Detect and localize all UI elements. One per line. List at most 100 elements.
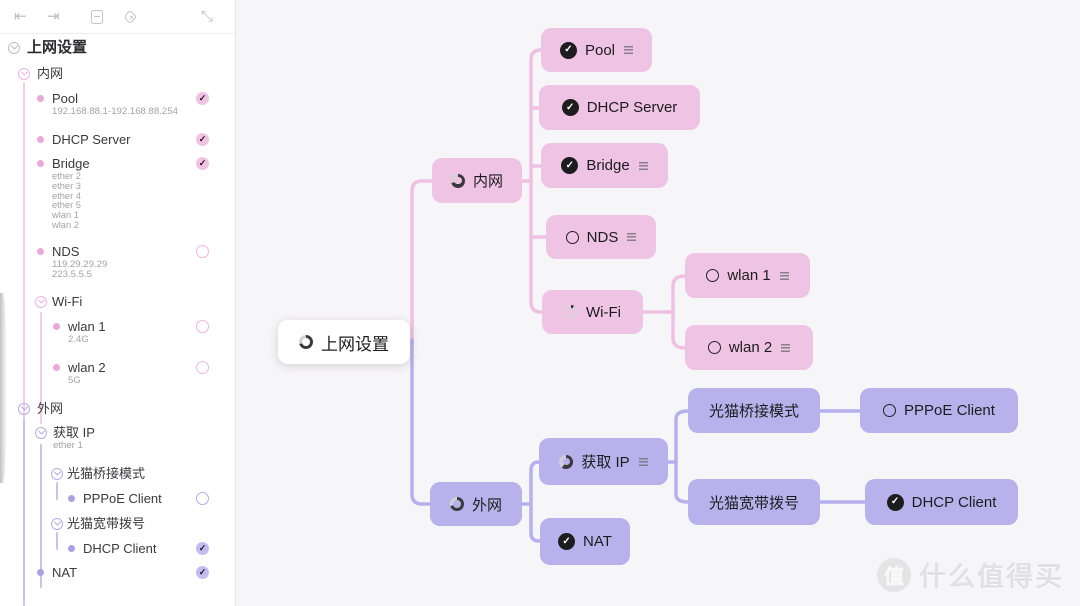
mindmap-node-wifi[interactable]: Wi-Fi (542, 290, 643, 334)
redo-icon[interactable]: ⇥ (47, 8, 60, 25)
node-label: 光猫桥接模式 (708, 403, 799, 420)
bullet-icon (37, 248, 44, 255)
note-icon[interactable] (638, 161, 648, 170)
chevron-down-icon[interactable] (51, 517, 63, 530)
checked-icon[interactable]: ✓ (196, 541, 209, 555)
unchecked-icon[interactable] (196, 360, 209, 374)
node-label: Pool (584, 41, 616, 59)
bullet-icon (37, 569, 44, 576)
sidebar-item-label: Wi-Fi (52, 294, 83, 309)
mindmap-node-root[interactable]: 上网设置 (278, 320, 410, 364)
node-label: NDS (586, 228, 619, 246)
mindmap-node-bridge[interactable]: ✓ Bridge (541, 143, 668, 188)
mindmap-node-wlan1[interactable]: wlan 1 (685, 253, 810, 298)
sidebar-item-root[interactable]: 上网设置 (0, 39, 236, 57)
checked-icon[interactable]: ✓ (196, 91, 209, 105)
node-label: PPPoE Client (904, 402, 995, 419)
node-label: 光猫宽带拨号 (708, 494, 799, 512)
sidebar-item-label: 光猫桥接模式 (67, 466, 146, 481)
mindmap-node-wlan2[interactable]: wlan 2 (685, 325, 813, 370)
chevron-down-icon[interactable] (35, 295, 47, 308)
bullet-icon (53, 364, 60, 371)
sidebar-item-label: Bridge (52, 156, 90, 171)
sidebar-item-label: NDS (52, 244, 80, 259)
mindmap-node-waiwang[interactable]: 外网 (430, 482, 522, 526)
unchecked-icon[interactable] (196, 491, 209, 505)
note-icon[interactable] (779, 271, 789, 280)
note-icon[interactable] (627, 233, 637, 241)
progress-ring-icon (299, 335, 313, 349)
sidebar-item-nat[interactable]: NAT ✓ (0, 564, 236, 582)
node-label: wlan 2 (728, 339, 773, 356)
sidebar-item-label: wlan 1 (68, 319, 106, 334)
document-icon[interactable] (91, 10, 103, 24)
sidebar-item-waiwang[interactable]: 外网 (0, 400, 236, 418)
tree-line (40, 444, 42, 588)
item-subtext: 2.4G (68, 334, 89, 345)
chevron-down-icon[interactable] (18, 402, 30, 415)
note-icon[interactable] (638, 457, 648, 466)
item-subtext: ether 1 (53, 440, 83, 451)
checked-icon: ✓ (561, 99, 579, 116)
sidebar-item-label: 光猫宽带拨号 (67, 516, 146, 531)
mindmap-node-dhcp-server[interactable]: ✓ DHCP Server (539, 85, 700, 130)
unchecked-icon[interactable] (196, 244, 209, 258)
checked-icon: ✓ (559, 41, 577, 59)
chevron-down-icon[interactable] (51, 467, 63, 480)
watermark-logo-icon: 值 (877, 557, 911, 592)
note-icon[interactable] (624, 46, 634, 54)
sidebar-item-wifi[interactable]: Wi-Fi (0, 293, 236, 311)
tree-line (56, 482, 58, 500)
sidebar-item-label: DHCP Client (83, 541, 157, 556)
sidebar-item-pppoe[interactable]: PPPoE Client (0, 490, 236, 508)
mindmap-node-huoqu-ip[interactable]: 获取 IP (539, 438, 668, 485)
sidebar-item-dhcp-server[interactable]: DHCP Server ✓ (0, 131, 236, 149)
mindmap-node-kuandai[interactable]: 光猫宽带拨号 (688, 479, 820, 525)
chevron-down-icon[interactable] (35, 426, 47, 439)
node-label: 外网 (471, 496, 502, 514)
progress-ring-icon (450, 173, 465, 188)
expand-icon[interactable]: ⤡ (201, 8, 214, 25)
chevron-down-icon[interactable] (8, 41, 20, 54)
progress-ring-icon (559, 454, 574, 469)
note-icon[interactable] (781, 343, 791, 352)
sidebar-toolbar: ⇤ ⇥ ⤡ (0, 0, 235, 34)
mindmap-node-neiwang[interactable]: 内网 (432, 158, 522, 203)
mindmap-node-qiaojie[interactable]: 光猫桥接模式 (688, 388, 820, 433)
tag-icon[interactable] (122, 9, 138, 25)
item-subtext: ether 2 ether 3 ether 4 ether 5 wlan 1 w… (52, 171, 81, 230)
sidebar-item-bridge[interactable]: Bridge ✓ ether 2 ether 3 ether 4 ether 5… (0, 155, 236, 230)
mindmap-node-dhcp-client[interactable]: ✓ DHCP Client (865, 479, 1018, 525)
sidebar-item-neiwang[interactable]: 内网 (0, 65, 236, 83)
sidebar-item-wlan2[interactable]: wlan 2 5G (0, 359, 236, 386)
mindmap-node-pppoe[interactable]: PPPoE Client (860, 388, 1018, 433)
mindmap-node-nds[interactable]: NDS (546, 215, 656, 259)
checked-icon[interactable]: ✓ (196, 156, 209, 170)
node-label: Wi-Fi (586, 303, 621, 321)
sidebar-item-kuandai[interactable]: 光猫宽带拨号 (0, 515, 236, 533)
sidebar-item-wlan1[interactable]: wlan 1 2.4G (0, 318, 236, 345)
mindmap-node-nat[interactable]: ✓ NAT (540, 518, 630, 565)
unchecked-icon (707, 341, 721, 354)
bullet-icon (53, 323, 60, 330)
undo-icon[interactable]: ⇤ (14, 8, 27, 25)
node-label: DHCP Client (911, 493, 997, 511)
watermark-text: 什么值得买 (919, 562, 1064, 592)
mindmap-node-pool[interactable]: ✓ Pool (541, 28, 652, 72)
progress-ring-icon (449, 497, 464, 511)
sidebar-item-dhcp-client[interactable]: DHCP Client ✓ (0, 540, 236, 558)
chevron-down-icon[interactable] (18, 67, 30, 80)
sidebar-item-pool[interactable]: Pool ✓ 192.168.88.1-192.168.88.254 (0, 90, 236, 117)
sidebar-item-label: DHCP Server (52, 132, 131, 147)
checked-icon[interactable]: ✓ (196, 565, 209, 579)
unchecked-icon (883, 404, 897, 417)
sidebar-item-label: PPPoE Client (83, 491, 162, 506)
checked-icon[interactable]: ✓ (196, 132, 209, 146)
unchecked-icon[interactable] (196, 319, 209, 333)
sidebar-item-huoqu-ip[interactable]: 获取 IP ether 1 (0, 424, 236, 451)
sidebar-item-qiaojie[interactable]: 光猫桥接模式 (0, 465, 236, 483)
tree-line (23, 418, 25, 606)
sidebar-item-nds[interactable]: NDS 119.29.29.29 223.5.5.5 (0, 243, 236, 280)
